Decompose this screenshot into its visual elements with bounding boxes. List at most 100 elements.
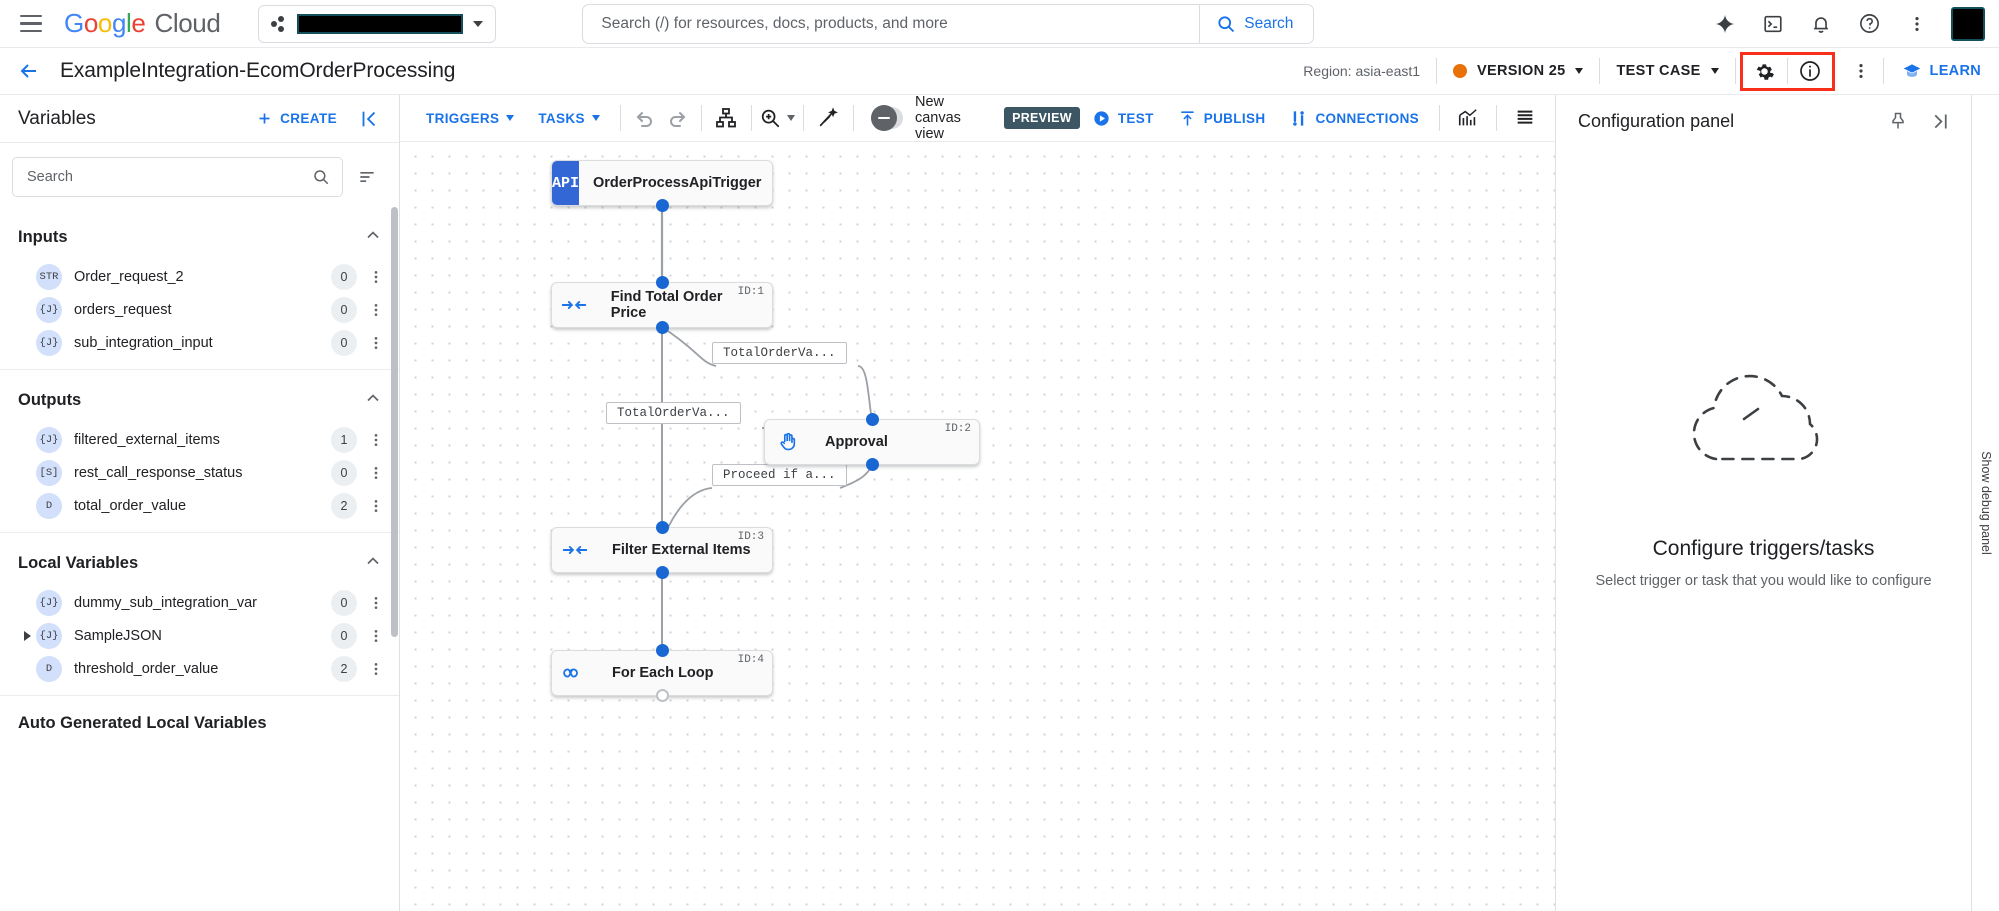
row-more-icon[interactable] (365, 498, 387, 514)
node-port[interactable] (656, 644, 669, 657)
expand-panel-button[interactable] (1921, 102, 1959, 140)
variables-search[interactable] (12, 157, 343, 197)
node-port[interactable] (866, 458, 879, 471)
node-port[interactable] (656, 521, 669, 534)
variable-row[interactable]: D threshold_order_value 2 (0, 652, 399, 685)
divider (1786, 58, 1788, 84)
search-button[interactable]: Search (1199, 4, 1314, 43)
help-question-icon[interactable] (1849, 4, 1889, 44)
info-button[interactable] (1788, 53, 1832, 89)
row-more-icon[interactable] (365, 302, 387, 318)
variable-row[interactable]: STR Order_request_2 0 (0, 260, 399, 293)
create-variable-button[interactable]: CREATE (248, 104, 345, 133)
pin-button[interactable] (1879, 102, 1917, 140)
flow-node-task-4[interactable]: For Each Loop ID:4 (551, 650, 773, 696)
type-badge: {J} (36, 329, 62, 356)
tasks-menu[interactable]: TASKS (526, 103, 612, 134)
scrollbar-thumb[interactable] (391, 207, 398, 637)
node-label: For Each Loop (612, 665, 714, 681)
zoom-menu[interactable] (759, 99, 796, 137)
back-arrow-icon[interactable] (12, 54, 46, 88)
node-port[interactable] (656, 199, 669, 212)
flow-node-task-1[interactable]: Find Total Order Price ID:1 (551, 282, 773, 328)
avatar[interactable] (1951, 6, 1985, 41)
project-selector[interactable] (258, 4, 497, 43)
undo-button[interactable] (629, 99, 661, 137)
cloud-shell-icon[interactable] (1753, 4, 1793, 44)
divider (803, 105, 805, 131)
version-selector[interactable]: VERSION 25 (1437, 63, 1599, 79)
flow-node-trigger[interactable]: API OrderProcessApiTrigger (551, 160, 773, 206)
dashed-cloud-icon (1692, 374, 1818, 461)
row-more-icon[interactable] (365, 269, 387, 285)
node-port[interactable] (866, 413, 879, 426)
debug-panel-rail[interactable]: Show debug panel (1971, 95, 1999, 911)
row-more-icon[interactable] (365, 465, 387, 481)
auto-layout-icon (716, 108, 737, 128)
preview-badge: PREVIEW (1004, 107, 1080, 129)
variables-search-row (0, 143, 399, 207)
analytics-button[interactable] (1448, 99, 1488, 137)
more-vert-icon[interactable] (1897, 4, 1937, 44)
node-port[interactable] (656, 321, 669, 334)
edge-label: Proceed if a... (712, 464, 847, 486)
row-more-icon[interactable] (365, 432, 387, 448)
redo-button[interactable] (661, 99, 693, 137)
variable-row[interactable]: {J} orders_request 0 (0, 293, 399, 326)
search-input[interactable] (27, 169, 312, 185)
collapse-panel-button[interactable] (351, 101, 387, 137)
test-button[interactable]: TEST (1080, 101, 1166, 136)
new-canvas-view-toggle[interactable] (871, 105, 903, 131)
variables-list[interactable]: Inputs STR Order_request_2 0 (0, 207, 399, 911)
variable-row[interactable]: {J} dummy_sub_integration_var 0 (0, 586, 399, 619)
variable-row[interactable]: D total_order_value 2 (0, 489, 399, 522)
variable-count: 0 (331, 459, 357, 486)
node-port[interactable] (656, 689, 669, 702)
flow-node-task-3[interactable]: Filter External Items ID:3 (551, 527, 773, 573)
test-case-selector[interactable]: TEST CASE (1600, 63, 1734, 79)
header-actions: Region: asia-east1 VERSION 25 TEST CASE (1303, 48, 1981, 94)
settings-button[interactable] (1743, 53, 1787, 89)
row-more-icon[interactable] (365, 595, 387, 611)
logs-button[interactable] (1505, 99, 1545, 137)
triggers-menu[interactable]: TRIGGERS (414, 103, 526, 134)
row-more-icon[interactable] (365, 661, 387, 677)
more-options-button[interactable] (1839, 53, 1883, 89)
variable-row[interactable]: [S] rest_call_response_status 0 (0, 456, 399, 489)
variable-name: filtered_external_items (74, 431, 220, 448)
section-header-local-variables[interactable]: Local Variables (0, 537, 399, 586)
variable-row[interactable]: {J} sub_integration_input 0 (0, 326, 399, 359)
global-search[interactable]: Search (582, 3, 1315, 44)
publish-label: PUBLISH (1203, 110, 1266, 126)
variable-count: 0 (331, 296, 357, 323)
expand-triangle-icon[interactable] (18, 630, 36, 642)
divider (1882, 58, 1884, 84)
type-badge: D (36, 655, 62, 682)
integration-canvas[interactable]: API OrderProcessApiTrigger Find Total Or… (400, 142, 1555, 911)
section-header-auto-generated[interactable]: Auto Generated Local Variables (0, 700, 399, 743)
search-input[interactable] (583, 4, 1200, 43)
row-more-icon[interactable] (365, 335, 387, 351)
node-port[interactable] (656, 276, 669, 289)
sort-button[interactable] (351, 161, 383, 193)
divider (619, 105, 621, 131)
variable-row[interactable]: {J} filtered_external_items 1 (0, 423, 399, 456)
node-port[interactable] (656, 566, 669, 579)
section-header-outputs[interactable]: Outputs (0, 374, 399, 423)
publish-button[interactable]: PUBLISH (1166, 101, 1278, 136)
connections-button[interactable]: CONNECTIONS (1277, 101, 1431, 136)
variable-count: 0 (331, 329, 357, 356)
magic-wand-button[interactable] (812, 99, 844, 137)
section-header-inputs[interactable]: Inputs (0, 211, 399, 260)
variable-row[interactable]: {J} SampleJSON 0 (0, 619, 399, 652)
section-title: Local Variables (18, 554, 139, 572)
section-title: Inputs (18, 228, 68, 246)
learn-button[interactable]: LEARN (1884, 61, 1981, 81)
row-more-icon[interactable] (365, 628, 387, 644)
plus-icon (259, 113, 270, 124)
gemini-sparkle-icon[interactable] (1705, 4, 1745, 44)
hamburger-icon[interactable] (14, 7, 48, 41)
auto-layout-button[interactable] (710, 99, 742, 137)
notifications-bell-icon[interactable] (1801, 4, 1841, 44)
